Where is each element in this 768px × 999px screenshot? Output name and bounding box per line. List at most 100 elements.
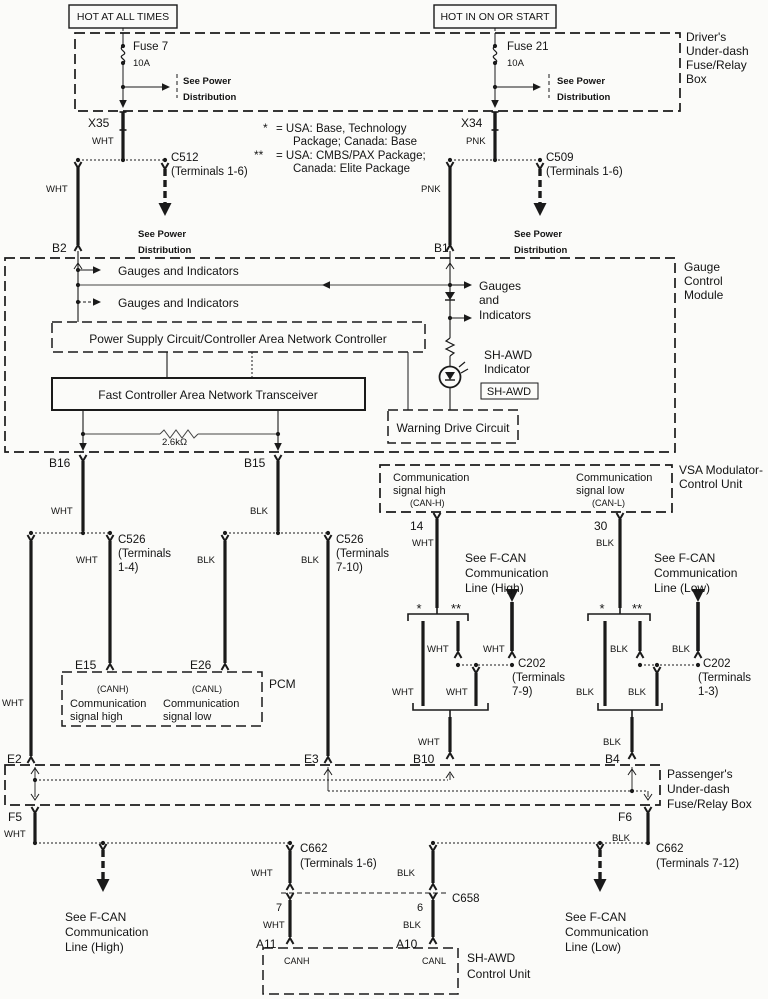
- diagram-label: Under-dash: [667, 782, 730, 796]
- connector-fork-icon: [78, 454, 88, 463]
- arrowhead: [158, 203, 172, 216]
- terminal-b2-label: B2: [52, 241, 67, 255]
- connector-fork-icon: [105, 534, 115, 543]
- canl-pin-label: (CANL): [192, 684, 222, 694]
- see-fcan-high-note: See F-CAN: [465, 551, 526, 565]
- junction-dot: [275, 431, 281, 437]
- wire-color-label: WHT: [412, 538, 434, 549]
- footnote-star-text: = USA: Base, Technology: [276, 123, 407, 135]
- junction-dot: [695, 662, 701, 668]
- diagram-label: signal high: [70, 711, 123, 723]
- junction-dot: [162, 157, 168, 163]
- connector-fork-icon: [160, 162, 170, 171]
- terminal-e2-label: E2: [7, 752, 22, 766]
- junction-dot: [100, 840, 106, 846]
- branch-star: *: [599, 601, 604, 616]
- arrowhead: [445, 771, 455, 779]
- connector-fork-icon: [26, 534, 36, 543]
- terminal-b16-label: B16: [49, 456, 71, 470]
- wire-color-label: BLK: [397, 868, 416, 879]
- arrowhead: [533, 83, 541, 91]
- terminating-resistor-symbol: [159, 429, 199, 439]
- lamp-rays-icon: [458, 361, 466, 368]
- diagram-label: Canada: Elite Package: [293, 163, 410, 175]
- connector-fork-icon: [273, 454, 283, 463]
- junction-dot: [629, 788, 635, 794]
- junction-dot: [222, 530, 228, 536]
- junction-dot: [32, 840, 38, 846]
- fuse-21-label: Fuse 21: [507, 41, 549, 53]
- diagram-label: 7-9): [512, 686, 533, 698]
- wire-color-label: WHT: [51, 506, 73, 517]
- see-power-distribution-note: See Power: [138, 229, 186, 240]
- junction-dot: [275, 530, 281, 536]
- sh-awd-indicator-label: SH-AWD: [484, 348, 533, 362]
- connector-fork-icon: [445, 751, 455, 760]
- fuse-21-rating: 10A: [507, 58, 525, 69]
- arrowhead: [323, 768, 333, 776]
- arrowhead: [505, 589, 519, 602]
- fuse-7-label: Fuse 7: [133, 41, 168, 53]
- fuse-7-symbol: [120, 45, 126, 64]
- diagram-label: 1-3): [698, 686, 719, 698]
- terminal-e15-label: E15: [75, 658, 97, 672]
- see-fcan-low-note: See F-CAN: [565, 910, 626, 924]
- wire-color-label: BLK: [197, 555, 216, 566]
- diagram-label: (Terminals 1-6): [546, 166, 623, 178]
- power-supply-circuit-box: [51, 321, 426, 353]
- wire-color-label: WHT: [251, 868, 273, 879]
- wire-color-label: WHT: [263, 920, 285, 931]
- wire-color-label: WHT: [4, 829, 26, 840]
- junction-dot: [492, 84, 498, 90]
- diagram-label: (Terminals 1-6): [171, 166, 248, 178]
- vsa-signal-high-label: Communication: [393, 472, 469, 484]
- connector-fork-icon: [643, 806, 653, 815]
- wire-color-label: WHT: [46, 184, 68, 195]
- arrowhead: [491, 100, 499, 108]
- connector-fork-icon: [627, 751, 637, 760]
- connector-fork-icon: [26, 755, 36, 764]
- sh-awd-control-unit-label: SH-AWD: [467, 951, 516, 965]
- connector-fork-icon: [285, 844, 295, 853]
- diagram-label: (Terminals: [512, 672, 565, 684]
- arrowhead: [93, 298, 101, 306]
- vsa-signal-low-label: Communication: [576, 472, 652, 484]
- pcm-signal-high-label: Communication: [70, 698, 146, 710]
- junction-dot: [120, 84, 126, 90]
- terminal-f5-label: F5: [8, 810, 22, 824]
- diagram-label: Distribution: [138, 245, 191, 256]
- arrowhead: [96, 879, 110, 892]
- connector-fork-icon: [428, 844, 438, 853]
- branch-brace: [407, 613, 469, 621]
- wire-color-label: BLK: [603, 737, 622, 748]
- diagram-label: signal low: [163, 711, 211, 723]
- junction-dot: [75, 267, 81, 273]
- wire-color-label: WHT: [76, 555, 98, 566]
- passengers-box-label: Passenger's: [667, 767, 733, 781]
- diagram-label: 1-4): [118, 562, 139, 574]
- drivers-under-dash-fuse-relay-box: [74, 32, 681, 112]
- connector-x35-label: X35: [88, 116, 110, 130]
- hot-in-on-or-start-label: HOT IN ON OR START: [440, 11, 550, 23]
- connector-fork-icon: [615, 512, 625, 521]
- vsa-modulator-label: VSA Modulator-: [679, 463, 763, 477]
- hot-at-all-times-label: HOT AT ALL TIMES: [77, 11, 169, 23]
- wire-color-label: BLK: [250, 506, 269, 517]
- diagram-label: Line (High): [465, 581, 524, 595]
- connector-c526-label: C526: [336, 534, 364, 546]
- pcm-box: [61, 671, 263, 727]
- diagram-label: Fuse/Relay: [686, 58, 747, 72]
- diagram-label: Communication: [654, 566, 737, 580]
- see-fcan-high-note: See F-CAN: [65, 910, 126, 924]
- connector-fork-icon: [453, 650, 463, 659]
- gauges-and-indicators-label: Gauges and Indicators: [118, 296, 239, 310]
- fast-can-transceiver-box: [51, 377, 366, 411]
- connector-fork-icon: [98, 843, 108, 852]
- sh-awd-indicator-lamp: [445, 372, 455, 380]
- resistor-value-label: 2.6kΩ: [162, 437, 187, 448]
- gauges-and-indicators-label: Gauges: [479, 279, 521, 293]
- arrowhead: [30, 767, 40, 775]
- connector-fork-icon: [73, 161, 83, 170]
- pcm-label: PCM: [269, 677, 296, 691]
